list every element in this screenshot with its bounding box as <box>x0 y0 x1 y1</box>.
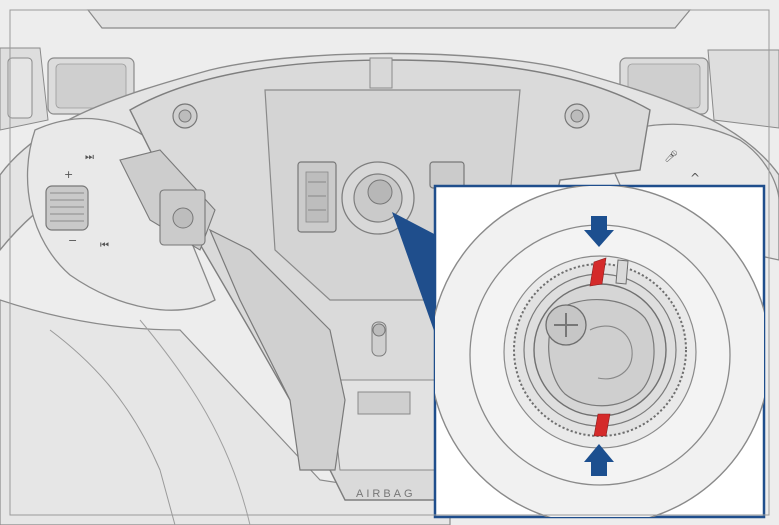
next-track-icon: ⏭ <box>85 152 94 163</box>
up-arrow-icon: ^ <box>690 171 700 185</box>
zoom-callout-wedge <box>392 212 438 342</box>
right-connector <box>429 161 465 189</box>
wiring-harness <box>119 149 346 471</box>
left-scroll-wheel <box>45 185 89 231</box>
left-control-pod: + − ⏭ ⏮ <box>26 117 216 311</box>
bottom-arrow-icon <box>584 444 614 476</box>
minus-symbol: − <box>68 234 77 247</box>
top-reference-mark <box>615 259 629 285</box>
detail-inset <box>433 184 766 519</box>
mounting-bolt-right <box>564 103 590 129</box>
top-alignment-mark <box>589 257 607 287</box>
top-arrow-icon <box>584 216 614 247</box>
figure-border <box>9 9 770 516</box>
mounting-bolt-left <box>172 103 198 129</box>
left-connector <box>297 161 337 233</box>
bottom-alignment-mark <box>593 413 611 437</box>
plus-symbol: + <box>64 168 73 181</box>
voice-command-icon: 🎤︎ <box>664 150 678 163</box>
previous-track-icon: ⏮ <box>100 240 109 251</box>
airbag-label: AIRBAG <box>356 488 416 500</box>
